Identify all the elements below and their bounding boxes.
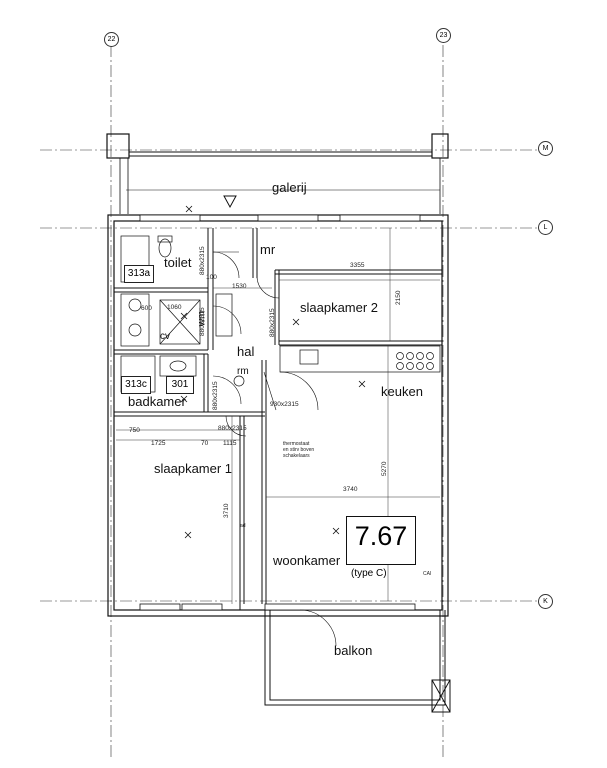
room-label-badkamer: badkamer [128, 394, 186, 409]
thermostat-note-line-3: schakelaars [283, 453, 310, 459]
dimension-1060: 1060 [167, 304, 182, 311]
type-box: 7.67 [346, 516, 416, 565]
room-label-galerij: galerij [272, 180, 307, 195]
dimension-3740: 3740 [343, 486, 358, 493]
grid-bubble-M: M [538, 141, 553, 156]
grid-bubble-22: 22 [104, 32, 119, 47]
dimension-1725: 1725 [151, 440, 166, 447]
dimension-2150: 2150 [395, 290, 402, 305]
room-label-slaapkamer-1: slaapkamer 1 [154, 461, 233, 476]
room-code-313c: 313c [121, 376, 151, 394]
thermostat-note-line-1: thermostaat [283, 441, 310, 447]
door-size-toilet: 880x2315 [199, 246, 206, 275]
thermostat-note-line-2: en stirv boven [283, 447, 315, 453]
type-label: (type C) [351, 568, 387, 579]
room-code-cv: cv [160, 331, 170, 342]
door-size-woonkamer: 930x2315 [270, 401, 299, 408]
room-label-toilet: toilet [164, 255, 192, 270]
room-label-balkon: balkon [334, 643, 373, 658]
grid-bubble-K: K [538, 594, 553, 609]
balkon-outline [264, 610, 451, 713]
dimension-lines [116, 228, 440, 604]
dimension-750: 750 [129, 427, 140, 434]
grid-bubble-L: L [538, 220, 553, 235]
room-label-keuken: keuken [381, 384, 423, 399]
grid-lines [40, 45, 540, 760]
dimension-5270: 5270 [381, 461, 388, 476]
door-size-badkamer: 880x2315 [212, 381, 219, 410]
type-number: 7.67 [354, 521, 408, 551]
dimension-1115: 1115 [223, 440, 237, 447]
dimension-600: 600 [141, 305, 152, 312]
room-code-301: 301 [166, 376, 194, 394]
light-points [180, 205, 366, 539]
door-size-hal: 880x2315 [199, 307, 206, 336]
dimension-100: 100 [206, 274, 217, 281]
door-size-slaapkamer-1: 880x2315 [218, 425, 247, 432]
ad-note: ad [240, 523, 246, 529]
dimension-3710: 3710 [223, 503, 230, 518]
door-size-slaapkamer-2: 880x2315 [269, 308, 276, 337]
interior-walls [114, 228, 442, 610]
grid-bubble-23: 23 [436, 28, 451, 43]
room-label-slaapkamer-2: slaapkamer 2 [300, 300, 379, 315]
dimension-3355: 3355 [350, 262, 365, 269]
thermostat-note: thermostaat en stirv boven schakelaars [283, 441, 314, 459]
galerij-structure [106, 133, 449, 214]
facade-windows [139, 214, 421, 611]
room-label-mr: mr [260, 242, 276, 257]
room-label-rm: rm [237, 366, 249, 377]
cai-note: CAI [423, 571, 432, 577]
room-code-313a: 313a [124, 265, 154, 283]
room-label-woonkamer: woonkamer [273, 553, 341, 568]
dimension-70: 70 [201, 440, 209, 447]
dimension-1530: 1530 [232, 283, 247, 290]
room-label-hal: hal [237, 344, 255, 359]
kitchen-counter [279, 345, 441, 373]
